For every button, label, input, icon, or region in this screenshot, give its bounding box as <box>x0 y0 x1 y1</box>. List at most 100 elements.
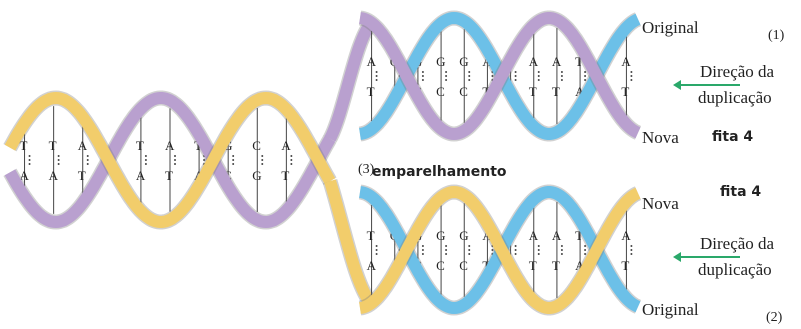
bottom-fork-h-bond <box>561 249 563 251</box>
top-fork-base: A <box>621 54 631 69</box>
bottom-fork-h-bond <box>376 253 378 255</box>
top-fork-h-bond <box>445 71 447 73</box>
parent-base: T <box>78 168 86 183</box>
parent-base: T <box>136 138 144 153</box>
label-fita-top: fita 4 <box>712 129 753 145</box>
parent-h-bond <box>29 159 31 161</box>
bottom-fork-h-bond <box>376 245 378 247</box>
top-fork-h-bond <box>538 79 540 81</box>
top-fork-h-bond <box>468 75 470 77</box>
label-direction-bottom-1: Direção da <box>700 234 774 254</box>
top-fork-h-bond <box>561 71 563 73</box>
parent-h-bond <box>58 159 60 161</box>
top-fork-base: C <box>459 84 468 99</box>
bottom-fork-h-bond <box>515 245 517 247</box>
bottom-fork-h-bond <box>445 249 447 251</box>
parent-h-bond <box>232 163 234 165</box>
top-fork-h-bond <box>422 79 424 81</box>
top-fork-h-bond <box>376 79 378 81</box>
top-fork-h-bond <box>630 71 632 73</box>
parent-base: C <box>252 138 261 153</box>
bottom-fork-base: T <box>529 258 537 273</box>
bottom-fork-h-bond <box>445 253 447 255</box>
top-fork-h-bond <box>376 75 378 77</box>
bottom-fork-h-bond <box>630 249 632 251</box>
label-direction-top-1: Direção da <box>700 62 774 82</box>
label-marker-2: (2) <box>766 310 782 326</box>
label-nova-bottom: Nova <box>642 194 679 214</box>
top-fork-h-bond <box>445 75 447 77</box>
bottom-fork-h-bond <box>584 249 586 251</box>
bottom-original-strand <box>360 192 638 308</box>
bottom-fork-h-bond <box>422 245 424 247</box>
bottom-fork-base: G <box>436 228 445 243</box>
top-fork-h-bond <box>584 75 586 77</box>
top-fork-base: A <box>367 54 377 69</box>
top-fork-h-bond <box>630 79 632 81</box>
top-fork-base: C <box>436 84 445 99</box>
bottom-fork-base: A <box>367 258 377 273</box>
bottom-fork-h-bond <box>422 249 424 251</box>
bottom-fork-h-bond <box>515 249 517 251</box>
parent-base: A <box>136 168 146 183</box>
bottom-fork-base: T <box>621 258 629 273</box>
fork-connector-purple <box>330 22 372 139</box>
direction-arrow-bottom <box>680 256 740 258</box>
top-fork-base: T <box>552 84 560 99</box>
label-original-bottom: Original <box>642 300 699 320</box>
bottom-fork-base: A <box>621 228 631 243</box>
parent-h-bond <box>58 155 60 157</box>
bottom-fork-base: A <box>552 228 562 243</box>
label-original-top: Original <box>642 18 699 38</box>
bottom-fork-h-bond <box>630 253 632 255</box>
parent-base: T <box>281 168 289 183</box>
bottom-fork-base: T <box>552 258 560 273</box>
top-fork-h-bond <box>468 71 470 73</box>
bottom-fork-base: C <box>436 258 445 273</box>
bottom-fork-h-bond <box>630 245 632 247</box>
bottom-fork-h-bond <box>538 253 540 255</box>
parent-h-bond <box>145 163 147 165</box>
top-fork-base: T <box>367 84 375 99</box>
label-nova-top: Nova <box>642 128 679 148</box>
top-fork-base: A <box>552 54 562 69</box>
top-fork-h-bond <box>630 75 632 77</box>
bottom-fork-h-bond <box>515 253 517 255</box>
parent-base: A <box>49 168 59 183</box>
bottom-fork-h-bond <box>538 245 540 247</box>
bottom-fork-base: C <box>459 258 468 273</box>
parent-h-bond <box>29 155 31 157</box>
top-fork-h-bond <box>445 79 447 81</box>
parent-h-bond <box>174 163 176 165</box>
parent-h-bond <box>232 159 234 161</box>
top-fork-h-bond <box>515 75 517 77</box>
parent-h-bond <box>58 163 60 165</box>
top-fork-h-bond <box>515 71 517 73</box>
top-fork-h-bond <box>422 75 424 77</box>
bottom-fork-base: A <box>529 228 539 243</box>
parent-h-bond <box>290 155 292 157</box>
bottom-fork-h-bond <box>468 249 470 251</box>
parent-h-bond <box>87 155 89 157</box>
top-fork-h-bond <box>538 71 540 73</box>
parent-h-bond <box>232 155 234 157</box>
parent-h-bond <box>290 159 292 161</box>
label-marker-1: (1) <box>768 28 784 44</box>
parent-h-bond <box>145 159 147 161</box>
parent-base: A <box>281 138 291 153</box>
top-fork-base: T <box>621 84 629 99</box>
top-fork-base: G <box>459 54 468 69</box>
label-emparelhamento: emparelhamento <box>372 164 507 180</box>
top-fork-h-bond <box>538 75 540 77</box>
bottom-fork-h-bond <box>422 253 424 255</box>
top-fork-base: G <box>436 54 445 69</box>
parent-h-bond <box>261 155 263 157</box>
parent-h-bond <box>261 163 263 165</box>
top-fork-h-bond <box>468 79 470 81</box>
parent-base: G <box>252 168 261 183</box>
label-fita-bottom: fita 4 <box>720 184 761 200</box>
label-direction-bottom-2: duplicação <box>698 260 772 280</box>
top-fork-h-bond <box>515 79 517 81</box>
parent-h-bond <box>174 159 176 161</box>
